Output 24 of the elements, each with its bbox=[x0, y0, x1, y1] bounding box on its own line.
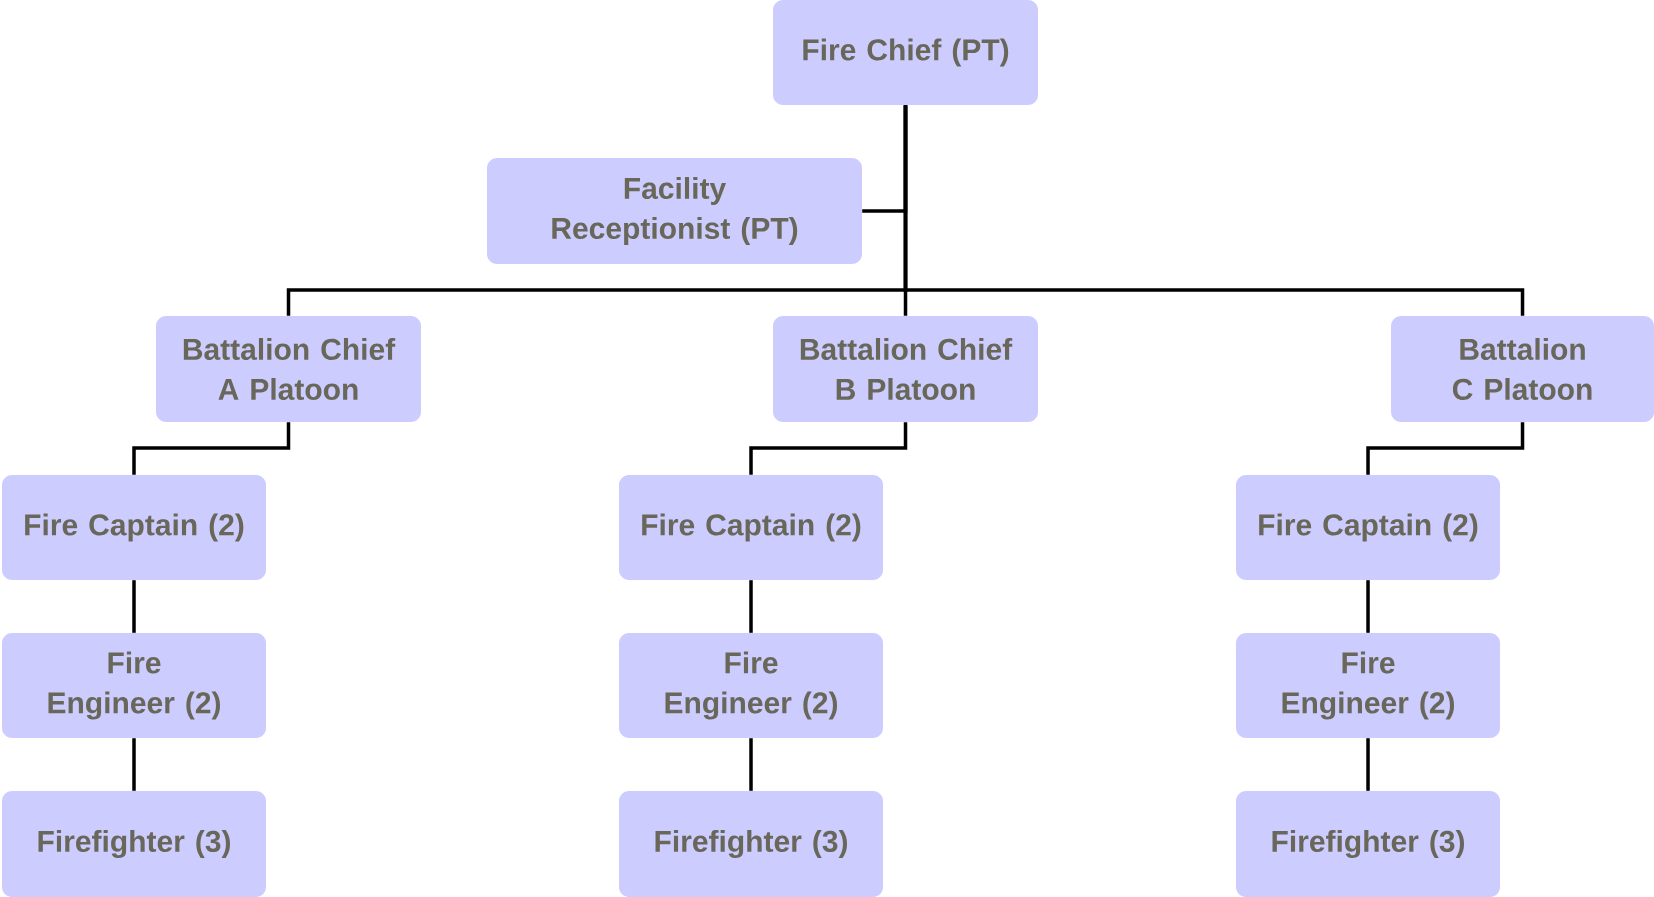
org-box: Firefighter (3) bbox=[2, 791, 266, 897]
org-box: Facility Receptionist (PT) bbox=[487, 158, 862, 264]
connector-line bbox=[132, 738, 136, 791]
org-box: Fire Captain (2) bbox=[619, 475, 883, 580]
connector-line bbox=[749, 738, 753, 791]
connector-line bbox=[749, 580, 753, 633]
org-box: Fire Captain (2) bbox=[1236, 475, 1500, 580]
connector-line bbox=[1366, 580, 1370, 633]
connector-line bbox=[903, 105, 1525, 316]
org-box: Fire Engineer (2) bbox=[1236, 633, 1500, 738]
org-box: Firefighter (3) bbox=[1236, 791, 1500, 897]
connector-line bbox=[1366, 422, 1525, 475]
org-box: Fire Chief (PT) bbox=[773, 0, 1038, 105]
connector-line bbox=[132, 422, 291, 475]
connector-line bbox=[1366, 738, 1370, 791]
org-box: Battalion C Platoon bbox=[1391, 316, 1654, 422]
connector-line bbox=[132, 580, 136, 633]
connector-line bbox=[749, 422, 908, 475]
org-box: Fire Engineer (2) bbox=[619, 633, 883, 738]
org-box: Battalion Chief B Platoon bbox=[773, 316, 1038, 422]
org-box: Battalion Chief A Platoon bbox=[156, 316, 421, 422]
org-box: Fire Engineer (2) bbox=[2, 633, 266, 738]
org-box: Fire Captain (2) bbox=[2, 475, 266, 580]
org-box: Firefighter (3) bbox=[619, 791, 883, 897]
